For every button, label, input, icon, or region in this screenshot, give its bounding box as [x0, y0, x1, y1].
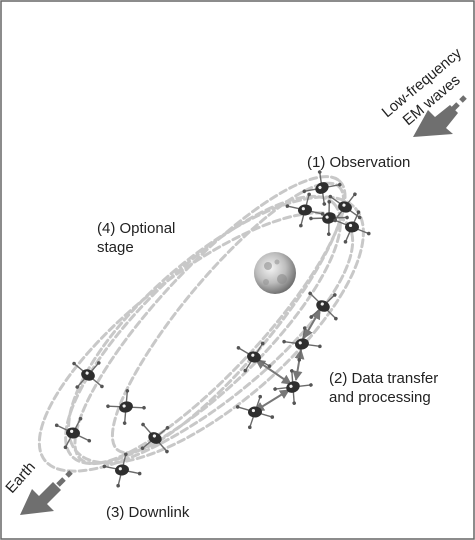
moon-icon	[254, 252, 296, 294]
satellite-icon	[102, 452, 142, 488]
satellite-icon	[140, 422, 170, 454]
arrow-icon	[20, 482, 61, 515]
incoming-arrow	[413, 95, 467, 137]
satellite-icon	[72, 361, 104, 389]
satellite-icon	[282, 326, 322, 362]
satellites	[54, 170, 371, 488]
satellite-icon	[273, 369, 313, 405]
optional-stage-label-line2: stage	[97, 239, 134, 256]
data-transfer-label-line2: and processing	[329, 389, 431, 406]
downlink-label: (3) Downlink	[106, 504, 190, 521]
satellite-icon	[302, 170, 342, 206]
satellite-icon	[54, 416, 92, 450]
satellite-icon	[235, 394, 275, 430]
satellite-icon	[333, 210, 371, 244]
satellite-icon	[309, 200, 349, 236]
satellite-icon	[236, 341, 272, 373]
satellite-icon	[308, 291, 338, 321]
earth-arrow	[20, 470, 73, 515]
orbit-4	[110, 181, 346, 455]
data-transfer-label-line1: (2) Data transfer	[329, 370, 438, 387]
satellite-icon	[106, 389, 146, 425]
satellite-icon	[285, 192, 325, 228]
optional-stage-label-line1: (4) Optional	[97, 220, 175, 237]
observation-label: (1) Observation	[307, 154, 410, 171]
arrow-icon	[413, 105, 458, 137]
